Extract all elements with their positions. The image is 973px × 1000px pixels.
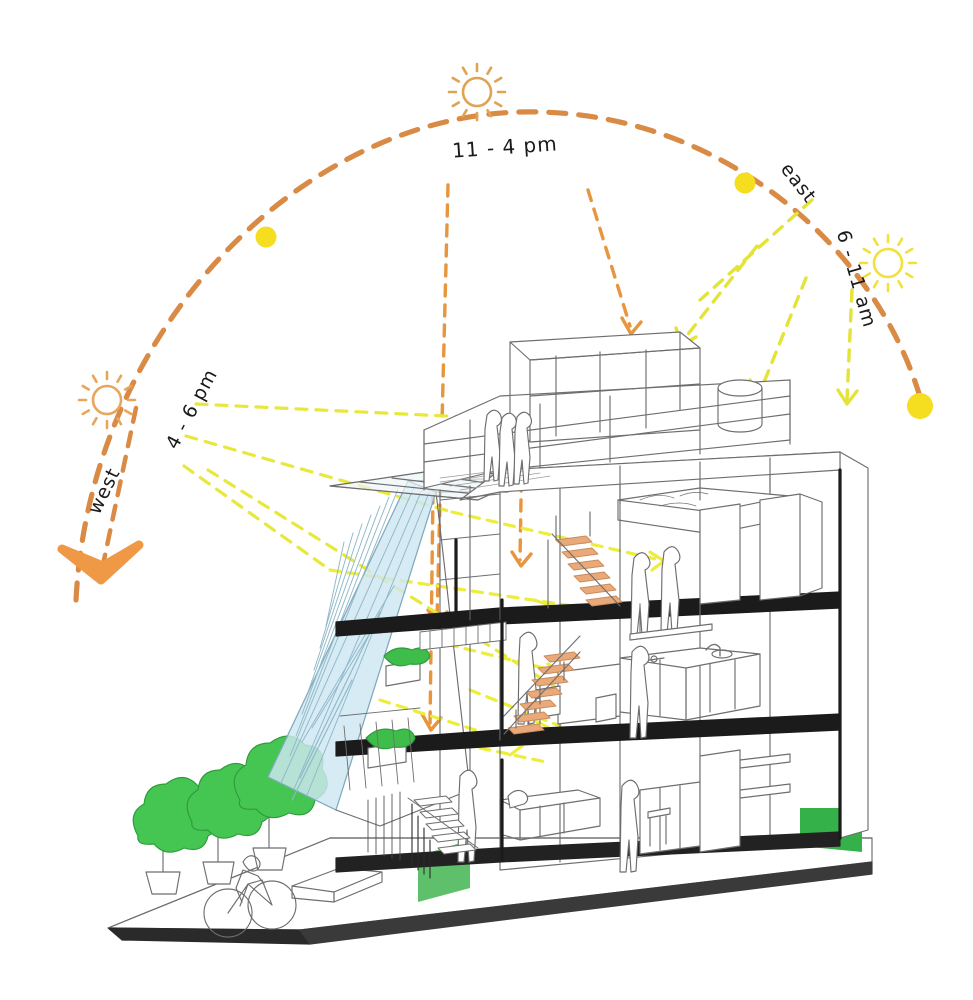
planter-upper bbox=[383, 647, 431, 687]
ground-plane bbox=[107, 837, 873, 945]
cyclist-figure bbox=[203, 855, 297, 938]
entry-staircase bbox=[407, 795, 479, 879]
ray-morning-2 bbox=[758, 276, 808, 394]
figure-terrace-3 bbox=[513, 411, 533, 485]
sun-dot-end bbox=[907, 393, 933, 419]
sun-path-arc bbox=[73, 109, 925, 603]
west-arrow-head bbox=[57, 540, 144, 585]
figure-upper-2 bbox=[660, 546, 681, 634]
west-direction-arrow bbox=[101, 405, 139, 563]
ground-floor-interior bbox=[499, 749, 791, 855]
balcony-louvers bbox=[419, 621, 507, 651]
ray-midday-1 bbox=[435, 183, 450, 622]
ray-midday-3 bbox=[428, 490, 435, 728]
ray-morning-3 bbox=[845, 288, 854, 402]
structural-columns bbox=[454, 468, 842, 862]
facade-mullions bbox=[439, 491, 501, 621]
figure-upper-1 bbox=[630, 552, 651, 636]
ray-midday-2 bbox=[586, 188, 632, 328]
ray-morning-4 bbox=[698, 198, 814, 302]
ray-evening-3 bbox=[182, 464, 332, 572]
figure-middle-2 bbox=[517, 631, 538, 725]
middle-staircase bbox=[499, 635, 581, 741]
figure-ground-1 bbox=[619, 779, 640, 873]
kitchen bbox=[527, 597, 761, 727]
upper-staircase bbox=[547, 511, 623, 609]
ray-evening-1 bbox=[194, 402, 489, 420]
sun-dot-east bbox=[734, 172, 756, 194]
figure-middle-1 bbox=[629, 645, 650, 739]
left-balustrade bbox=[367, 791, 401, 861]
ray-morning-group bbox=[683, 198, 854, 402]
sun-dot-west bbox=[255, 226, 277, 248]
lower-balcony-rail bbox=[339, 707, 421, 791]
upper-floor-interior bbox=[617, 457, 823, 605]
entry-steps bbox=[291, 867, 383, 903]
